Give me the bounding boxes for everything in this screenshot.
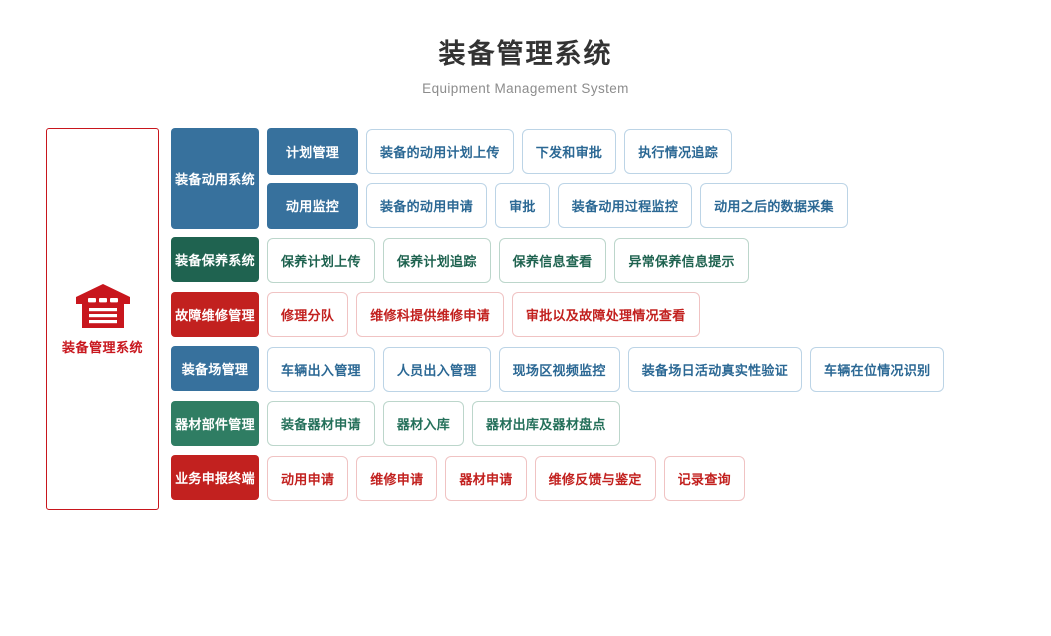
feature-box[interactable]: 器材出库及器材盘点 bbox=[472, 401, 620, 447]
leaf-lane: 动用申请维修申请器材申请维修反馈与鉴定记录查询 bbox=[259, 455, 745, 502]
leaf-lanes: 保养计划上传保养计划追踪保养信息查看异常保养信息提示 bbox=[259, 237, 749, 284]
feature-box[interactable]: 审批 bbox=[495, 183, 550, 229]
feature-box[interactable]: 车辆在位情况识别 bbox=[810, 346, 945, 392]
module-category-block[interactable]: 装备保养系统 bbox=[171, 237, 259, 282]
leaf-lanes: 车辆出入管理人员出入管理现场区视频监控装备场日活动真实性验证车辆在位情况识别 bbox=[259, 346, 945, 393]
leaf-group: 车辆出入管理人员出入管理现场区视频监控装备场日活动真实性验证车辆在位情况识别 bbox=[267, 346, 945, 392]
page-title: 装备管理系统 bbox=[438, 39, 613, 69]
feature-box[interactable]: 下发和审批 bbox=[521, 128, 617, 174]
submodule-block[interactable]: 计划管理 bbox=[267, 128, 358, 175]
leaf-lane: 装备的动用申请审批装备动用过程监控动用之后的数据采集 bbox=[358, 183, 848, 230]
module-category-block[interactable]: 装备场管理 bbox=[171, 346, 259, 391]
module-rows: 装备动用系统计划管理动用监控装备的动用计划上传下发和审批执行情况追踪装备的动用申… bbox=[171, 128, 945, 510]
system-architecture-diagram: 装备管理系统 装备动用系统计划管理动用监控装备的动用计划上传下发和审批执行情况追… bbox=[0, 120, 1051, 530]
brand-label: 装备管理系统 bbox=[61, 339, 143, 355]
feature-box[interactable]: 保养计划上传 bbox=[267, 237, 375, 283]
leaf-lane: 装备的动用计划上传下发和审批执行情况追踪 bbox=[358, 128, 848, 175]
page-header: 装备管理系统 Equipment Management System bbox=[0, 0, 1051, 96]
feature-box[interactable]: 审批以及故障处理情况查看 bbox=[511, 292, 700, 338]
module-row: 装备动用系统计划管理动用监控装备的动用计划上传下发和审批执行情况追踪装备的动用申… bbox=[171, 128, 944, 229]
leaf-lane: 保养计划上传保养计划追踪保养信息查看异常保养信息提示 bbox=[259, 237, 749, 284]
leaf-group: 装备的动用计划上传下发和审批执行情况追踪 bbox=[366, 128, 733, 174]
module-row: 器材部件管理装备器材申请器材入库器材出库及器材盘点 bbox=[171, 400, 944, 448]
leaf-group: 保养计划上传保养计划追踪保养信息查看异常保养信息提示 bbox=[267, 237, 749, 283]
leaf-lanes: 动用申请维修申请器材申请维修反馈与鉴定记录查询 bbox=[259, 455, 745, 502]
leaf-lanes: 装备器材申请器材入库器材出库及器材盘点 bbox=[259, 401, 620, 448]
module-row: 装备保养系统保养计划上传保养计划追踪保养信息查看异常保养信息提示 bbox=[171, 237, 944, 284]
feature-box[interactable]: 异常保养信息提示 bbox=[614, 237, 749, 283]
module-row: 业务申报终端动用申请维修申请器材申请维修反馈与鉴定记录查询 bbox=[171, 455, 944, 502]
feature-box[interactable]: 装备的动用申请 bbox=[366, 183, 488, 229]
feature-box[interactable]: 维修申请 bbox=[356, 455, 438, 501]
leaf-lane: 装备器材申请器材入库器材出库及器材盘点 bbox=[259, 401, 620, 448]
feature-box[interactable]: 维修科提供维修申请 bbox=[356, 292, 504, 338]
feature-box[interactable]: 保养计划追踪 bbox=[382, 237, 491, 283]
feature-box[interactable]: 人员出入管理 bbox=[382, 346, 491, 392]
feature-box[interactable]: 器材申请 bbox=[445, 455, 527, 501]
submodule-column: 计划管理动用监控 bbox=[267, 128, 358, 229]
feature-box[interactable]: 装备的动用计划上传 bbox=[366, 128, 514, 174]
leaf-lanes: 装备的动用计划上传下发和审批执行情况追踪装备的动用申请审批装备动用过程监控动用之… bbox=[358, 128, 848, 229]
module-row: 故障维修管理修理分队维修科提供维修申请审批以及故障处理情况查看 bbox=[171, 291, 944, 339]
module-category-block[interactable]: 业务申报终端 bbox=[171, 455, 259, 500]
leaf-group: 装备器材申请器材入库器材出库及器材盘点 bbox=[267, 401, 620, 447]
leaf-lane: 车辆出入管理人员出入管理现场区视频监控装备场日活动真实性验证车辆在位情况识别 bbox=[259, 346, 945, 393]
page-subtitle: Equipment Management System bbox=[422, 80, 629, 96]
feature-box[interactable]: 装备场日活动真实性验证 bbox=[627, 346, 803, 392]
feature-box[interactable]: 车辆出入管理 bbox=[267, 346, 375, 392]
feature-box[interactable]: 执行情况追踪 bbox=[624, 128, 733, 174]
module-row: 装备场管理车辆出入管理人员出入管理现场区视频监控装备场日活动真实性验证车辆在位情… bbox=[171, 346, 945, 393]
warehouse-icon bbox=[75, 283, 131, 329]
feature-box[interactable]: 装备动用过程监控 bbox=[557, 183, 693, 229]
feature-box[interactable]: 现场区视频监控 bbox=[498, 346, 620, 392]
feature-box[interactable]: 装备器材申请 bbox=[267, 401, 375, 447]
feature-box[interactable]: 维修反馈与鉴定 bbox=[534, 455, 656, 501]
module-category-block[interactable]: 装备动用系统 bbox=[171, 128, 259, 229]
feature-box[interactable]: 修理分队 bbox=[267, 292, 349, 338]
feature-box[interactable]: 器材入库 bbox=[382, 401, 465, 447]
leaf-group: 动用申请维修申请器材申请维修反馈与鉴定记录查询 bbox=[267, 455, 745, 501]
leaf-lanes: 修理分队维修科提供维修申请审批以及故障处理情况查看 bbox=[259, 292, 700, 339]
feature-box[interactable]: 记录查询 bbox=[663, 455, 745, 501]
feature-box[interactable]: 动用之后的数据采集 bbox=[700, 183, 848, 229]
module-category-block[interactable]: 故障维修管理 bbox=[171, 291, 259, 337]
module-category-block[interactable]: 器材部件管理 bbox=[171, 400, 259, 446]
leaf-group: 修理分队维修科提供维修申请审批以及故障处理情况查看 bbox=[267, 292, 700, 338]
leaf-group: 装备的动用申请审批装备动用过程监控动用之后的数据采集 bbox=[366, 183, 848, 229]
feature-box[interactable]: 动用申请 bbox=[267, 455, 349, 501]
submodule-block[interactable]: 动用监控 bbox=[267, 182, 358, 229]
feature-box[interactable]: 保养信息查看 bbox=[498, 237, 607, 283]
leaf-lane: 修理分队维修科提供维修申请审批以及故障处理情况查看 bbox=[259, 292, 700, 339]
brand-panel: 装备管理系统 bbox=[46, 128, 159, 510]
